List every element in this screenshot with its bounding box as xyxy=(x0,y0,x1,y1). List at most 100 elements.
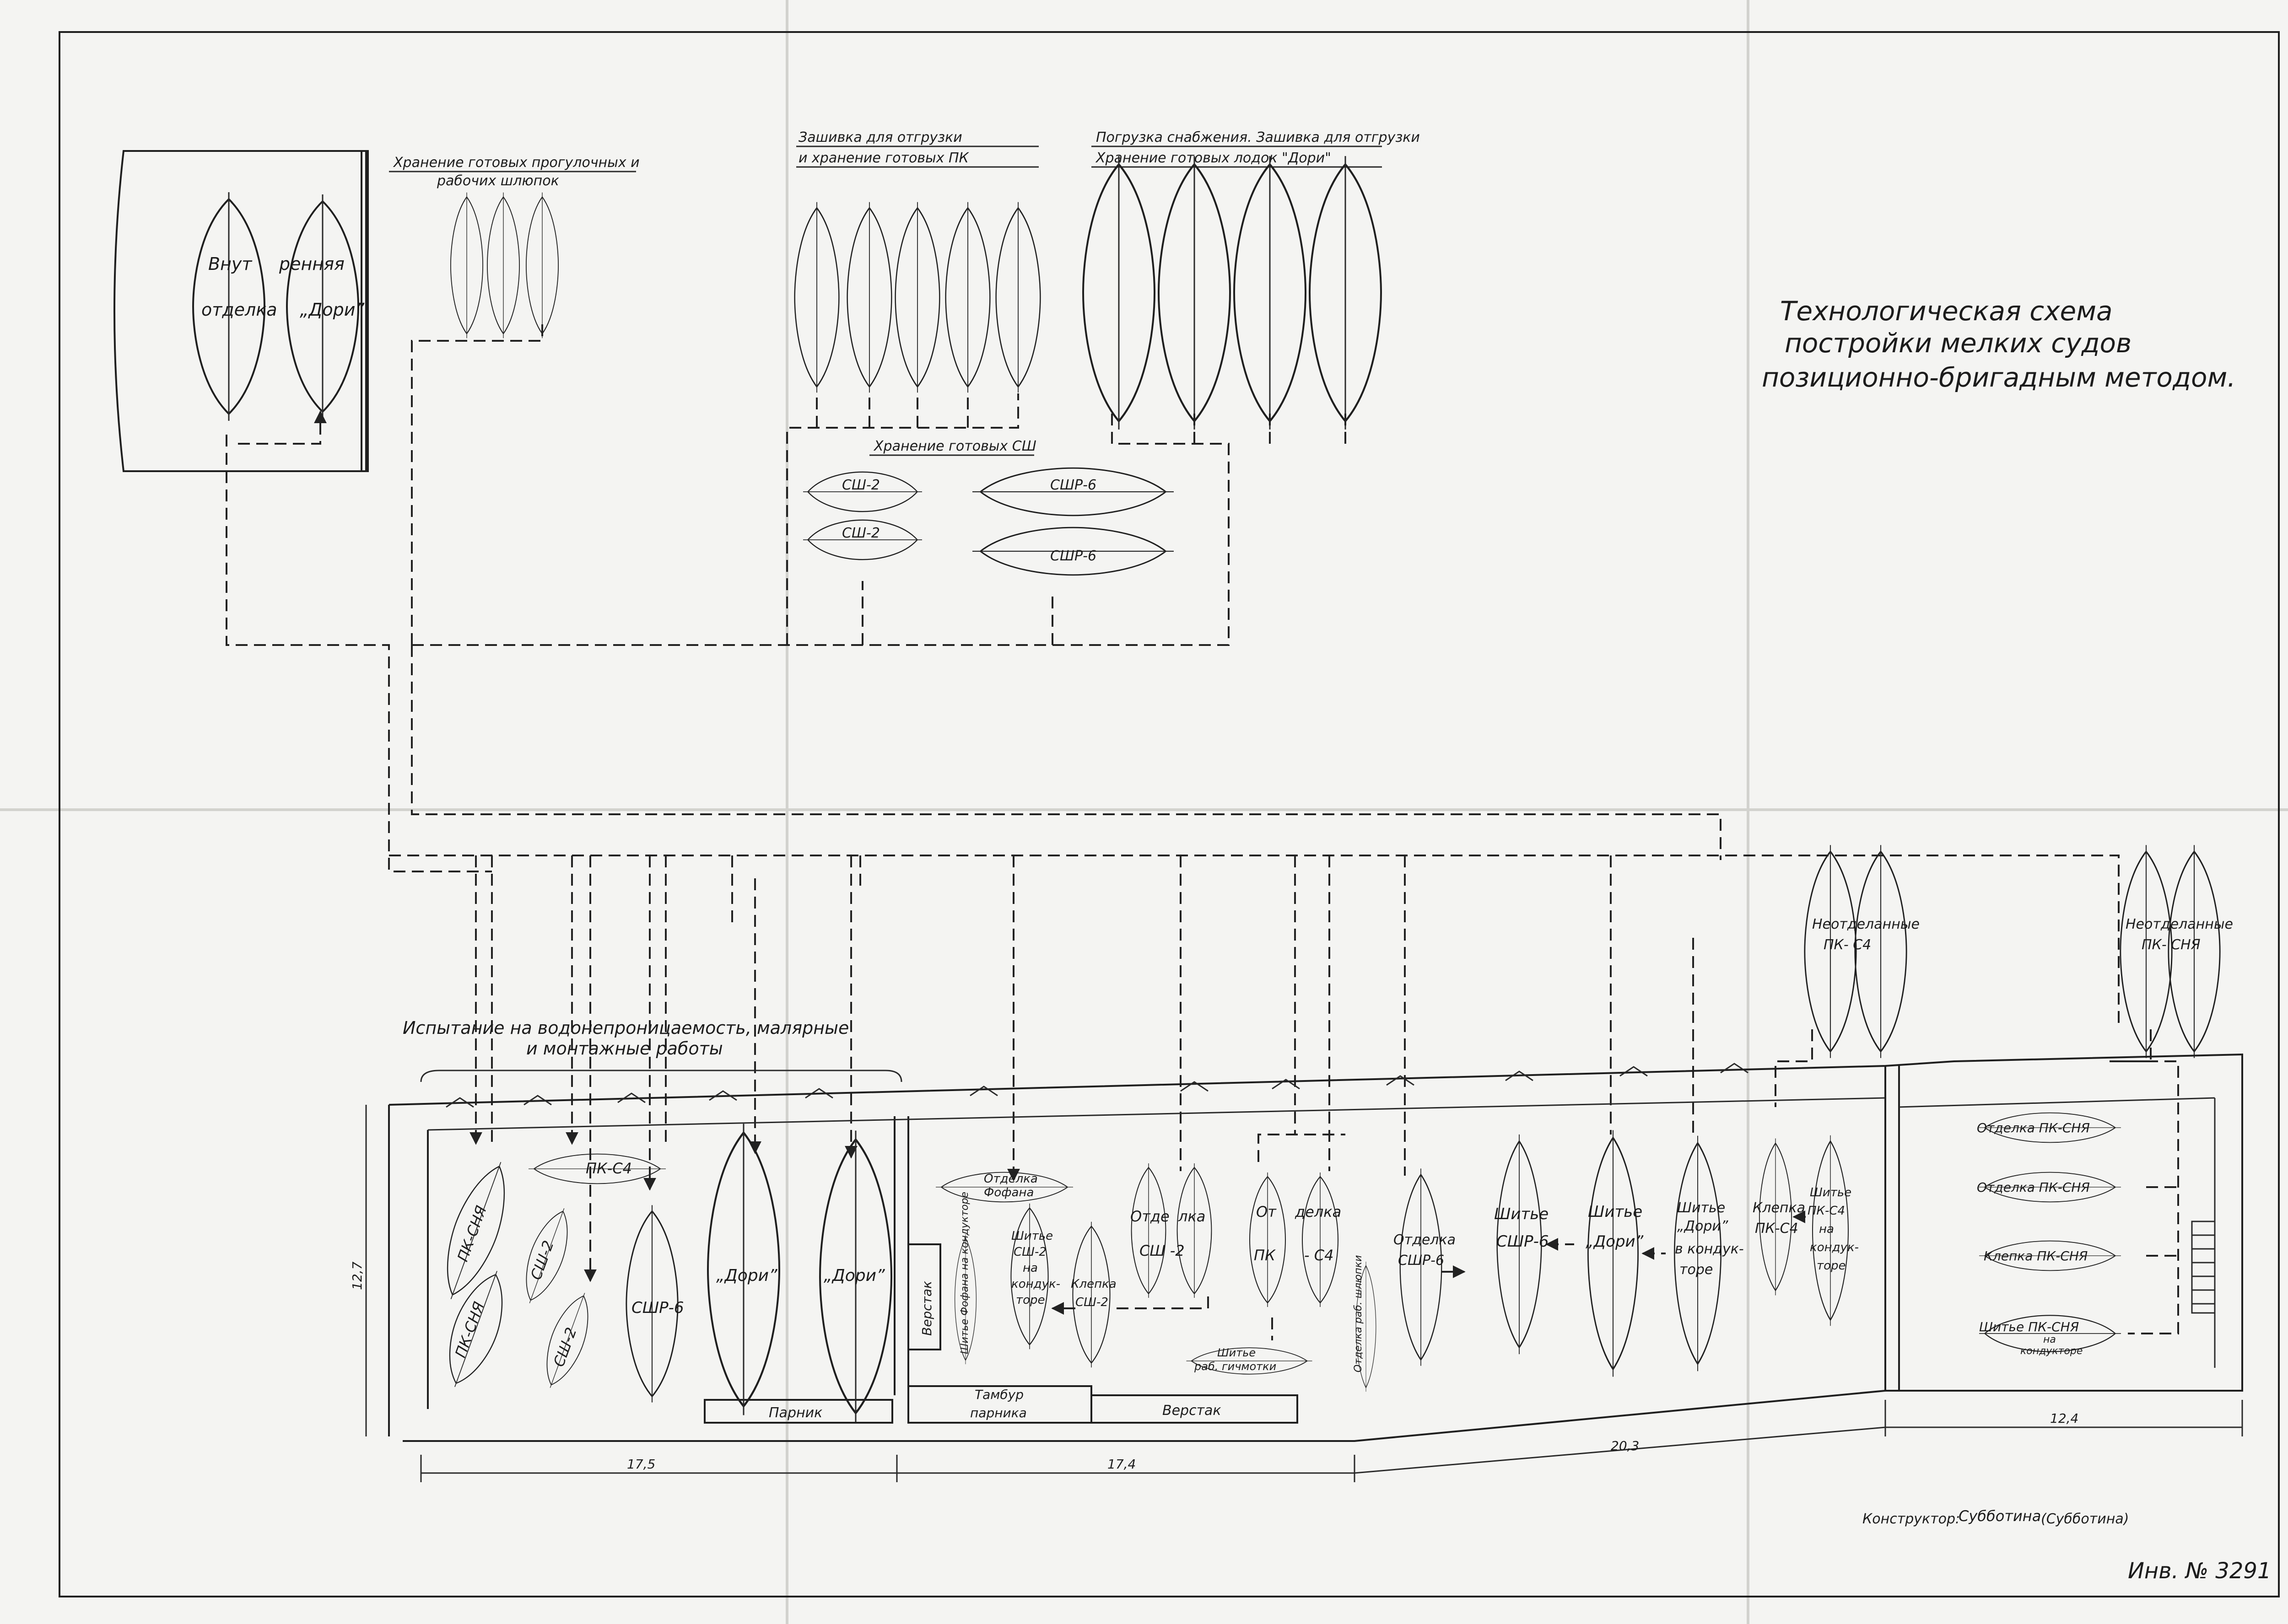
cna-sew-label-3: кондукторе xyxy=(2020,1345,2083,1357)
sshr6-shop-label: СШР-6 xyxy=(631,1299,684,1317)
title-line-2: постройки мелких судов xyxy=(1785,328,2132,359)
ssh2-shop-label-1: СШ-2 xyxy=(527,1238,557,1282)
tambur-label-1: Тамбур xyxy=(975,1387,1024,1402)
shop-feed-lines xyxy=(469,855,2152,1282)
unfinished-pk-cna-label-2: ПК- СНЯ xyxy=(2142,937,2201,953)
sshr6-finish-label-2: СШР-6 xyxy=(1398,1253,1444,1269)
fofan-finish-label-1: Отделка xyxy=(984,1172,1038,1186)
designer-signature: Субботина xyxy=(1959,1507,2041,1525)
dori-jig-label-3: в кондук- xyxy=(1675,1241,1744,1257)
ssh2-sew-label-5: торе xyxy=(1016,1293,1045,1307)
drawing-title: Технологическая схема постройки мелких с… xyxy=(1762,296,2236,393)
testing-works-label: Испытание на водонепроницаемость, малярн… xyxy=(403,1018,902,1082)
inner-finishing-label-2a: отделка xyxy=(201,300,277,320)
parnik-label: Парник xyxy=(769,1405,822,1421)
pkc4-jig-label-4: кондук- xyxy=(1810,1241,1859,1254)
middle-shop-boats: Отделка Фофана Шитье Фофана на кондуктор… xyxy=(935,1130,1859,1393)
sshr6-label-b: СШР-6 xyxy=(1050,548,1096,564)
testing-label-2: и монтажные работы xyxy=(526,1038,723,1059)
dim-span-3: 20,3 xyxy=(1611,1438,1639,1453)
pkc4-jig-label-1: Шитье xyxy=(1810,1186,1851,1199)
inventory-number: Инв. № 3291 xyxy=(2128,1558,2271,1584)
dori-sew-label-2: „Дори” xyxy=(1586,1232,1644,1251)
dori-shop-label-1: „Дори” xyxy=(716,1266,777,1285)
storage-boats-label-2: рабочих шлюпок xyxy=(437,173,559,189)
sshr6-label-a: СШР-6 xyxy=(1050,477,1096,493)
storage-ssh: Хранение готовых СШ СШ-2 СШ-2 СШР-6 СШР-… xyxy=(802,438,1175,576)
title-line-3: позиционно-бригадным методом. xyxy=(1762,362,2236,393)
cna-rivet-label: Клепка ПК-СНЯ xyxy=(1984,1248,2088,1264)
inner-finishing-hall: Внут ренняя отделка „Дори” xyxy=(113,150,369,472)
crating-label-2: и хранение готовых ПК xyxy=(799,150,970,166)
shop-internal-flows xyxy=(1051,1134,1812,1340)
ssh2-label-b: СШ-2 xyxy=(842,525,880,541)
ssh2-sew-label-4: кондук- xyxy=(1011,1277,1060,1291)
sshr6-sew-label-2: СШР-6 xyxy=(1496,1232,1549,1251)
gig-sew-label-1: Шитье xyxy=(1217,1346,1256,1359)
unfinished-pk-c4-label-1: Неотделанные xyxy=(1812,916,1920,932)
unfinished-pk-c4-label-2: ПК- С4 xyxy=(1824,937,1871,953)
pkc4-finish-label-3: ПК xyxy=(1254,1247,1276,1264)
pkc4-finish-label-1: От xyxy=(1256,1203,1277,1221)
ssh2-finish-label-2: лка xyxy=(1178,1208,1205,1225)
dim-span-4: 12,4 xyxy=(2050,1411,2078,1426)
pkc4-jig-label-3: на xyxy=(1819,1222,1834,1236)
fofan-sew-label: Шитье Фофана на кондукторе xyxy=(959,1192,971,1354)
storage-boats-label-1: Хранение готовых прогулочных и xyxy=(393,155,640,171)
gig-sew-label-2: раб. гичмотки xyxy=(1194,1360,1276,1373)
title-block-footer: Конструктор: Субботина (Субботина) Инв. … xyxy=(1862,1507,2271,1584)
cna-finish-label-2: Отделка ПК-СНЯ xyxy=(1977,1180,2090,1195)
verstak-label: Верстак xyxy=(1162,1403,1221,1419)
cna-finish-label-1: Отделка ПК-СНЯ xyxy=(1977,1120,2090,1135)
inner-finishing-label-1b: ренняя xyxy=(279,254,345,274)
designer-label: Конструктор: xyxy=(1862,1511,1960,1527)
unfinished-pk-cna: Неотделанные ПК- СНЯ xyxy=(2119,844,2233,1059)
verstak-vertical-label: Верстак xyxy=(919,1281,934,1336)
loading-dori-storage: Погрузка снабжения. Зашивка для отгрузки… xyxy=(1083,129,1420,430)
pkc4-finish-label-4: - С4 xyxy=(1304,1247,1333,1264)
ssh2-sew-label-3: на xyxy=(1023,1261,1038,1275)
sshr6-finish-label-1: Отделка xyxy=(1393,1232,1456,1248)
crating-label-1: Зашивка для отгрузки xyxy=(799,129,962,145)
pkc4-jig-label-2: ПК-С4 xyxy=(1808,1204,1845,1218)
pkc4-rivet-label-2: ПК-С4 xyxy=(1755,1221,1798,1237)
unfinished-pk-cna-label-1: Неотделанные xyxy=(2126,916,2233,932)
inner-finishing-label-1a: Внут xyxy=(208,254,253,274)
gig-finish-label: Отделка раб. шлюпки xyxy=(1353,1255,1364,1372)
ssh2-finish-label-1: Отде xyxy=(1130,1208,1170,1225)
sheet-frame xyxy=(59,31,2280,1597)
testing-zone-boats: ПК-СНЯ ПК-СНЯ ПК-С4 СШ-2 СШ-2 СШР-6 „Дор… xyxy=(430,1124,891,1422)
ssh2-sew-label-1: Шитье xyxy=(1011,1229,1053,1243)
dim-height: 12,7 xyxy=(350,1261,365,1290)
pkc4-jig-label-5: торе xyxy=(1817,1259,1846,1273)
dim-span-1: 17,5 xyxy=(627,1457,655,1472)
workbench-area: Парник Тамбур парника Верстак Верстак xyxy=(704,1243,1298,1424)
ssh2-rivet-label-2: СШ-2 xyxy=(1075,1296,1108,1309)
title-line-1: Технологическая схема xyxy=(1780,296,2113,327)
dori-jig-label-4: торе xyxy=(1679,1262,1713,1278)
pkc4-finish-label-2: делка xyxy=(1295,1203,1341,1221)
dimension-lines: 12,7 17,5 17,4 20,3 12,4 xyxy=(350,1105,2243,1482)
cna-sew-label-1: Шитье ПК-СНЯ xyxy=(1979,1319,2079,1334)
testing-label-1: Испытание на водонепроницаемость, малярн… xyxy=(403,1018,849,1038)
fofan-finish-label-2: Фофана xyxy=(984,1186,1034,1199)
dori-jig-label-2: „Дори” xyxy=(1677,1218,1728,1234)
ssh2-sew-label-2: СШ-2 xyxy=(1014,1245,1047,1259)
pk-cna-label-2: ПК-СНЯ xyxy=(452,1299,488,1360)
unfinished-pk-c4: Неотделанные ПК- С4 xyxy=(1803,844,1920,1059)
ssh-storage-label: Хранение готовых СШ xyxy=(873,438,1036,454)
dim-span-2: 17,4 xyxy=(1107,1457,1136,1472)
storage-pleasure-boats: Хранение готовых прогулочных и рабочих ш… xyxy=(389,155,640,339)
designer-name: (Субботина) xyxy=(2041,1511,2129,1527)
inner-finishing-label-2b: „Дори” xyxy=(300,300,364,320)
ssh2-rivet-label-1: Клепка xyxy=(1071,1277,1117,1291)
dori-sew-label-1: Шитье xyxy=(1588,1203,1642,1221)
pk-cna-production-line: Отделка ПК-СНЯ Отделка ПК-СНЯ Клепка ПК-… xyxy=(1977,1060,2179,1357)
ssh2-shop-label-2: СШ-2 xyxy=(550,1325,580,1369)
pk-cna-label-1: ПК-СНЯ xyxy=(454,1203,490,1264)
loading-label-2: Хранение готовых лодок "Дори" xyxy=(1095,150,1331,166)
ssh2-finish-label-3: СШ -2 xyxy=(1139,1242,1185,1259)
pkc4-rivet-label-1: Клепка xyxy=(1753,1200,1805,1216)
